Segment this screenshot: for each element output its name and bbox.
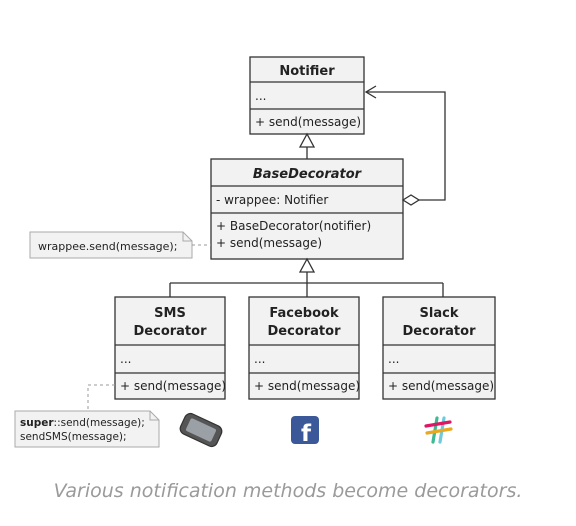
facebook-title-line1: Facebook [269,306,339,321]
facebook-fields: ... [254,352,265,366]
facebook-title-line2: Decorator [268,324,342,339]
slack-decorator-class: Slack Decorator ... + send(message) [382,296,496,400]
notifier-method: + send(message) [255,115,361,129]
aggregation-arrow-wrappee [364,85,446,206]
inheritance-arrow-decorators-to-base [169,257,444,297]
sms-fields: ... [120,352,131,366]
sms-decorator-class: SMS Decorator ... + send(message) [114,296,226,400]
base-decorator-field: - wrappee: Notifier [216,193,328,207]
sms-title-line1: SMS [154,306,186,321]
note-super-keyword: super [20,417,54,429]
slack-fields: ... [388,352,399,366]
sms-title-line2: Decorator [134,324,208,339]
slack-icon [424,416,453,444]
notifier-class: Notifier ... + send(message) [249,56,365,135]
base-decorator-title: BaseDecorator [253,167,363,182]
sms-method: + send(message) [120,379,226,393]
notifier-title: Notifier [279,64,335,79]
base-decorator-method-constructor: + BaseDecorator(notifier) [216,219,371,233]
note-super-line2: sendSMS(message); [20,431,127,443]
svg-text:f: f [301,421,312,447]
slack-title-line1: Slack [420,306,459,321]
base-decorator-method-send: + send(message) [216,236,322,250]
facebook-icon: f [291,416,319,447]
slack-method: + send(message) [388,379,494,393]
note-super-send: super::send(message); sendSMS(message); [14,384,160,448]
facebook-method: + send(message) [254,379,360,393]
notifier-fields: ... [255,89,266,103]
facebook-decorator-class: Facebook Decorator ... + send(message) [248,296,360,400]
base-decorator-class: BaseDecorator - wrappee: Notifier + Base… [210,158,404,260]
note-wrappee-text: wrappee.send(message); [38,240,177,253]
note-super-line1-rest: ::send(message); [54,417,145,429]
phone-icon [179,412,223,448]
note-wrappee-send: wrappee.send(message); [29,231,211,259]
figure-caption: Various notification methods become deco… [53,480,523,502]
inheritance-arrow-base-to-notifier [298,132,316,159]
slack-title-line2: Decorator [403,324,477,339]
note-super-line1: super::send(message); [20,417,145,429]
